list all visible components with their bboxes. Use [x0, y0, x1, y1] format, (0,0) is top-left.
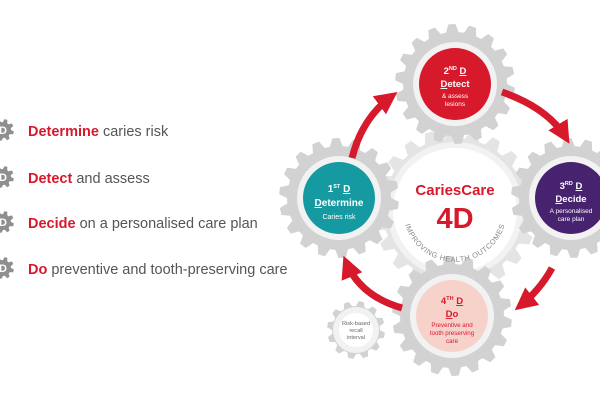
ordinal-suffix: TH	[446, 296, 453, 302]
mini-gear-shape	[0, 211, 14, 233]
d-letter: D	[343, 184, 350, 195]
brand-4d: 4D	[436, 203, 473, 235]
step-item: D Do preventive and tooth-preserving car…	[0, 257, 288, 279]
word-rest: ecide	[562, 194, 586, 205]
mini-gear-shape	[0, 257, 14, 279]
ordinal-suffix: RD	[565, 181, 573, 187]
gear-description: & assess	[442, 93, 469, 100]
gear-d-icon: D	[0, 211, 14, 233]
cycle-arrows	[341, 88, 570, 312]
step-item: D Detect and assess	[0, 166, 150, 188]
word-rest: o	[453, 309, 459, 320]
arrow-fourth-to-first	[341, 255, 404, 312]
fourth-d-label: 4TH D Do Preventive and tooth preserving…	[430, 296, 475, 345]
gear-description: recall	[349, 328, 362, 334]
gear-description: Preventive and	[431, 322, 473, 329]
d-letter: D	[456, 296, 463, 307]
center-gear	[373, 128, 537, 292]
svg-text:Do: Do	[446, 309, 459, 320]
gear-description: Risk-based	[342, 321, 370, 327]
arrow-first-to-second	[348, 92, 398, 159]
mini-gear-shape	[0, 166, 14, 188]
gear-d-icon: D	[0, 119, 14, 141]
word-initial: D	[446, 309, 453, 320]
ordinal-number: 4	[441, 296, 447, 307]
svg-text:Detect and assess: Detect and assess	[28, 171, 150, 187]
ordinal-suffix: ND	[449, 66, 457, 72]
word-initial: D	[555, 194, 562, 205]
svg-text:3RD D: 3RD D	[560, 181, 583, 192]
svg-text:1ST D: 1ST D	[328, 184, 351, 195]
gear-center-disc	[535, 162, 600, 234]
svg-text:4TH D: 4TH D	[441, 296, 463, 307]
word-rest: etermine	[322, 198, 364, 209]
svg-text:Decide on a personalised care: Decide on a personalised care plan	[28, 216, 258, 232]
svg-text:D: D	[0, 172, 7, 184]
gear-description: A personalised	[550, 208, 593, 215]
ordinal-number: 2	[444, 66, 449, 77]
step-keyword: Determine	[28, 124, 99, 140]
gear-d-icon: D	[0, 257, 14, 279]
word-rest: etect	[447, 79, 470, 90]
step-item: D Determine caries risk	[0, 119, 169, 141]
gear-layer	[279, 24, 600, 376]
gear-description: interval	[347, 335, 365, 341]
steps-list: D Determine caries risk D Detect and ass…	[0, 119, 288, 279]
svg-text:Determine: Determine	[315, 198, 364, 209]
d-letter: D	[460, 66, 467, 77]
gear-center-disc	[419, 48, 491, 120]
svg-text:Determine caries risk: Determine caries risk	[28, 124, 169, 140]
arrow-third-to-fourth	[514, 266, 556, 311]
step-text: preventive and tooth-preserving care	[47, 262, 287, 278]
step-keyword: Do	[28, 262, 47, 278]
step-keyword: Detect	[28, 171, 72, 187]
svg-text:D: D	[0, 263, 7, 275]
second-d-gear	[395, 24, 515, 144]
gear-description: care	[446, 338, 459, 345]
gear-center-disc	[303, 162, 375, 234]
svg-text:Detect: Detect	[440, 79, 470, 90]
gear-center-disc	[339, 313, 373, 347]
gear-d-icon: D	[0, 166, 14, 188]
third-d-gear	[511, 138, 600, 258]
mini-gear-shape	[0, 119, 14, 141]
second-d-label: 2ND D Detect & assess lesions	[440, 66, 470, 108]
ordinal-number: 1	[328, 184, 334, 195]
gear-center-disc	[416, 280, 488, 352]
third-d-label: 3RD D Decide A personalised care plan	[550, 181, 593, 223]
fourth-d-gear	[392, 256, 512, 376]
svg-text:Decide: Decide	[555, 194, 586, 205]
word-initial: D	[440, 79, 447, 90]
svg-text:D: D	[0, 125, 7, 137]
d-letter: D	[576, 181, 583, 192]
gear-description: care plan	[558, 216, 585, 223]
step-text: caries risk	[99, 124, 169, 140]
arrow-second-to-third	[500, 88, 570, 144]
gear-description: tooth preserving	[430, 330, 475, 337]
step-text: and assess	[72, 171, 149, 187]
ordinal-suffix: ST	[333, 184, 341, 190]
recall-gear-label: Risk-based recall interval	[342, 321, 370, 341]
recall-gear	[327, 301, 385, 359]
ordinal-number: 3	[560, 181, 565, 192]
step-keyword: Decide	[28, 216, 76, 232]
first-d-gear	[279, 138, 399, 258]
svg-text:D: D	[0, 217, 7, 229]
step-item: D Decide on a personalised care plan	[0, 211, 258, 233]
word-initial: D	[315, 198, 322, 209]
gear-description: Caries risk	[322, 214, 356, 221]
svg-text:Do preventive and tooth-preser: Do preventive and tooth-preserving care	[28, 262, 288, 278]
step-text: on a personalised care plan	[76, 216, 258, 232]
gear-center-disc	[393, 148, 517, 272]
gear-description: lesions	[445, 101, 466, 108]
brand-title: CariesCare	[415, 182, 494, 199]
svg-text:2ND D: 2ND D	[444, 66, 467, 77]
first-d-label: 1ST D Determine Caries risk	[315, 184, 364, 221]
